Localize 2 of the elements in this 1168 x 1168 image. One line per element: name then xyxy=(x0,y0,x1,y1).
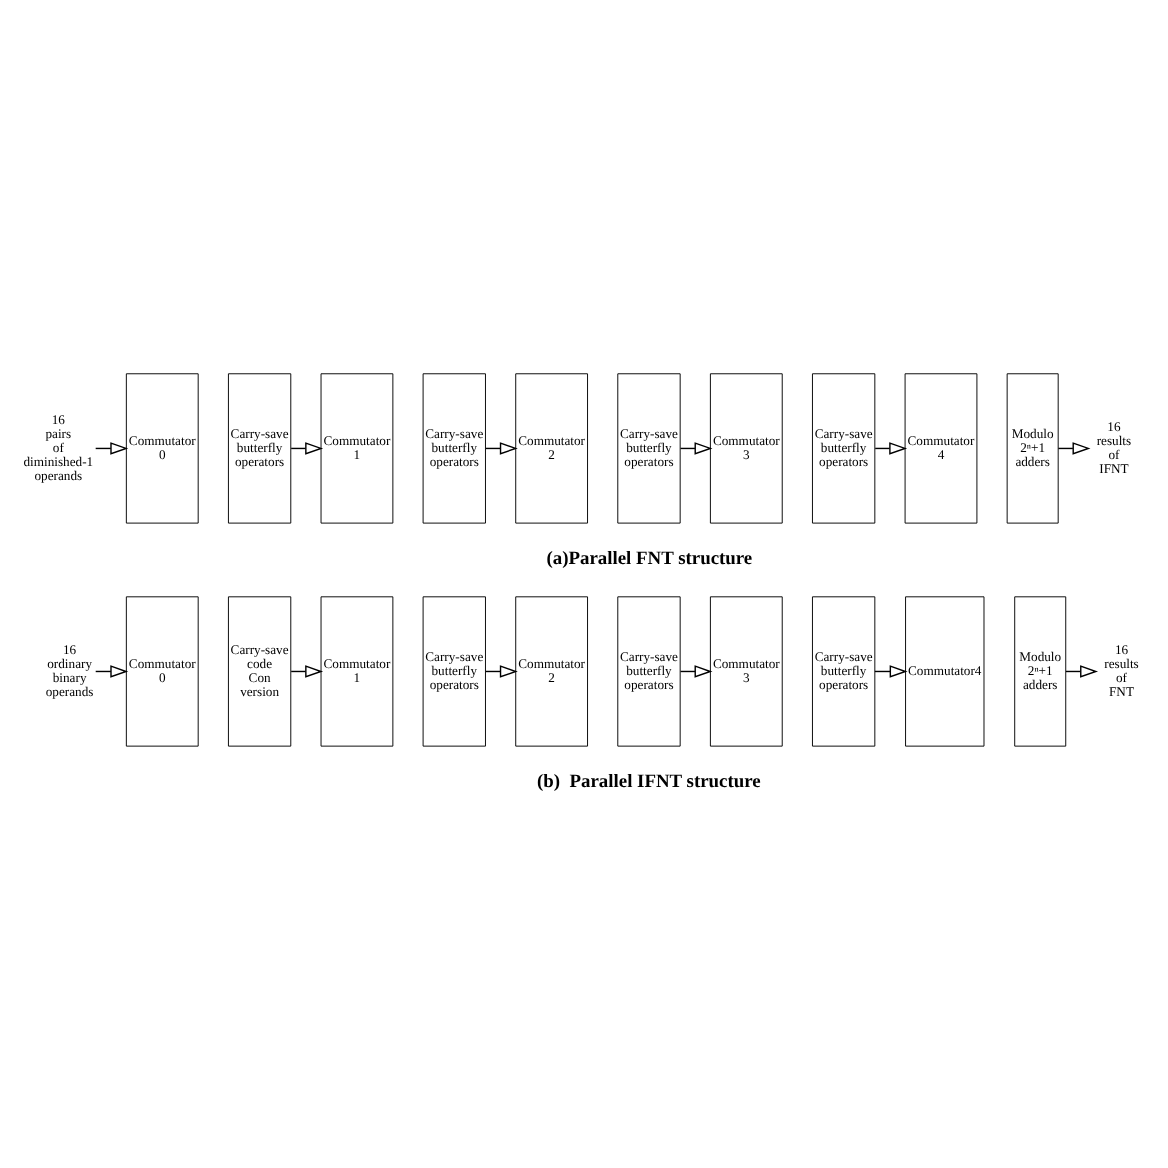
label: (a)Parallel FNT structure xyxy=(546,548,753,569)
label: (b) Parallel IFNT structure xyxy=(536,771,761,792)
